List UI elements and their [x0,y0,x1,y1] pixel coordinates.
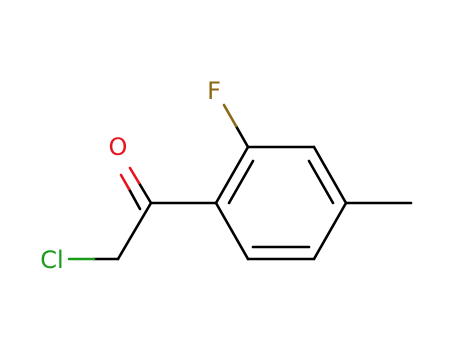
ring-bond-c3-c4 [312,145,348,205]
carbonyl-bond-line-1-black [137,181,153,205]
ring-double-bond-c3-c4 [307,159,335,205]
bonds [116,145,413,261]
ring-bond-c6-c1 [214,201,250,261]
ring-bond-c1-c2 [214,145,250,205]
ring-bond-c4-c5 [312,201,348,261]
fluorine-label: F [207,77,221,105]
carbonyl-double-bond [119,166,153,211]
carbonyl-bond-line-2-black [127,187,142,211]
carbonyl-bond-line-2-red [119,173,131,191]
oxygen-label: O [109,133,128,161]
cf-bond-black [234,124,250,149]
cf-bond-brown [222,103,238,128]
carbonyl-bond-line-1-red [128,166,141,185]
ring-double-bond-c1-c2 [227,159,255,205]
ch2-carbonyl-bond [116,201,153,261]
cf-bond [222,103,250,149]
chlorine-label: Cl [40,246,63,274]
